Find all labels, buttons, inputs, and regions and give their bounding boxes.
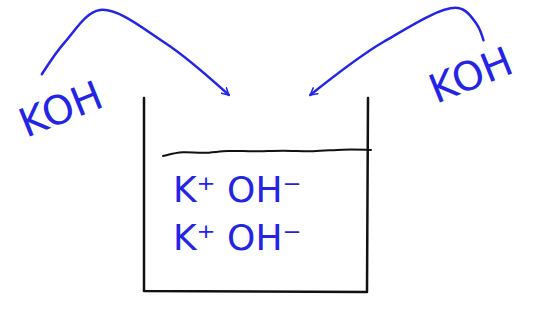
ion-text: K⁺ OH⁻ <box>173 216 369 260</box>
formula-text: KOH <box>8 68 114 149</box>
chemical-label: KOH <box>14 84 108 134</box>
formula-text: KOH <box>418 34 524 115</box>
ion-text: K⁺ OH⁻ <box>173 168 369 212</box>
beaker: K⁺ OH⁻K⁺ OH⁻ <box>143 98 369 294</box>
water-surface <box>163 150 371 156</box>
beaker-wall <box>144 98 368 292</box>
chemical-label: KOH <box>424 50 518 100</box>
